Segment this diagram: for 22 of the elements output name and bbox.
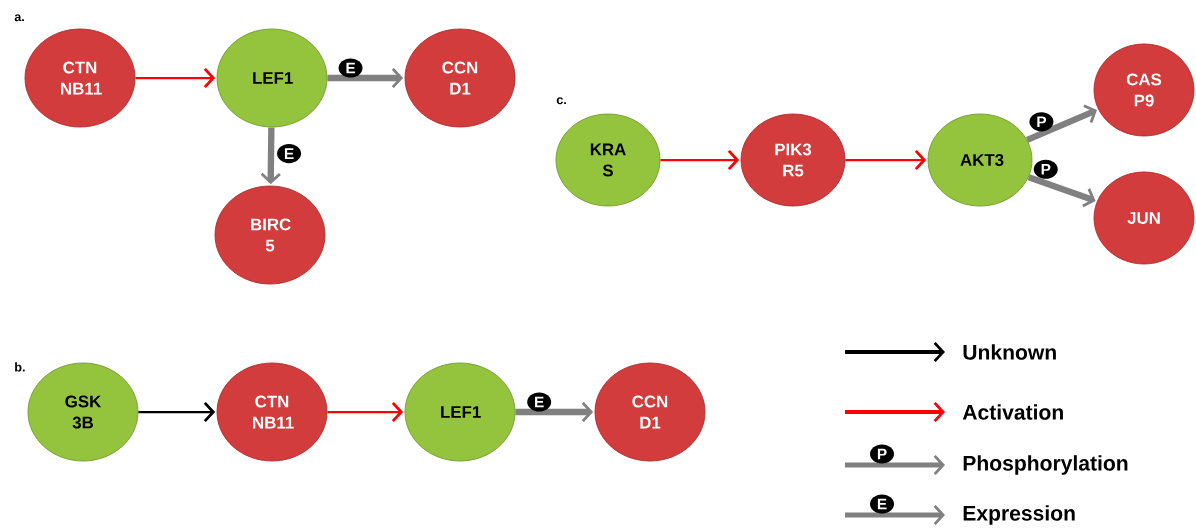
arrow <box>138 401 216 423</box>
edge-label: P <box>1033 159 1058 179</box>
edge-label: E <box>338 58 363 78</box>
arrow <box>515 401 594 423</box>
edge-label: P <box>1029 112 1054 132</box>
edge-label: E <box>277 144 302 164</box>
arrow <box>845 149 927 171</box>
legend-label: Activation <box>962 404 1063 420</box>
arrow <box>260 127 281 185</box>
panel-label: a. <box>14 14 24 22</box>
arrow <box>1027 174 1096 208</box>
arrow <box>1026 104 1097 143</box>
legend-label: Expression <box>963 505 1075 525</box>
arrow <box>660 149 740 171</box>
legend-badge: P <box>870 444 894 464</box>
arrow <box>327 401 404 423</box>
arrow <box>327 67 404 89</box>
legend-label: Unknown <box>963 344 1056 360</box>
edge-label: E <box>527 392 552 412</box>
legend-label: Phosphorylation <box>963 455 1128 475</box>
legend-badge: E <box>870 494 894 514</box>
arrow <box>135 67 216 89</box>
